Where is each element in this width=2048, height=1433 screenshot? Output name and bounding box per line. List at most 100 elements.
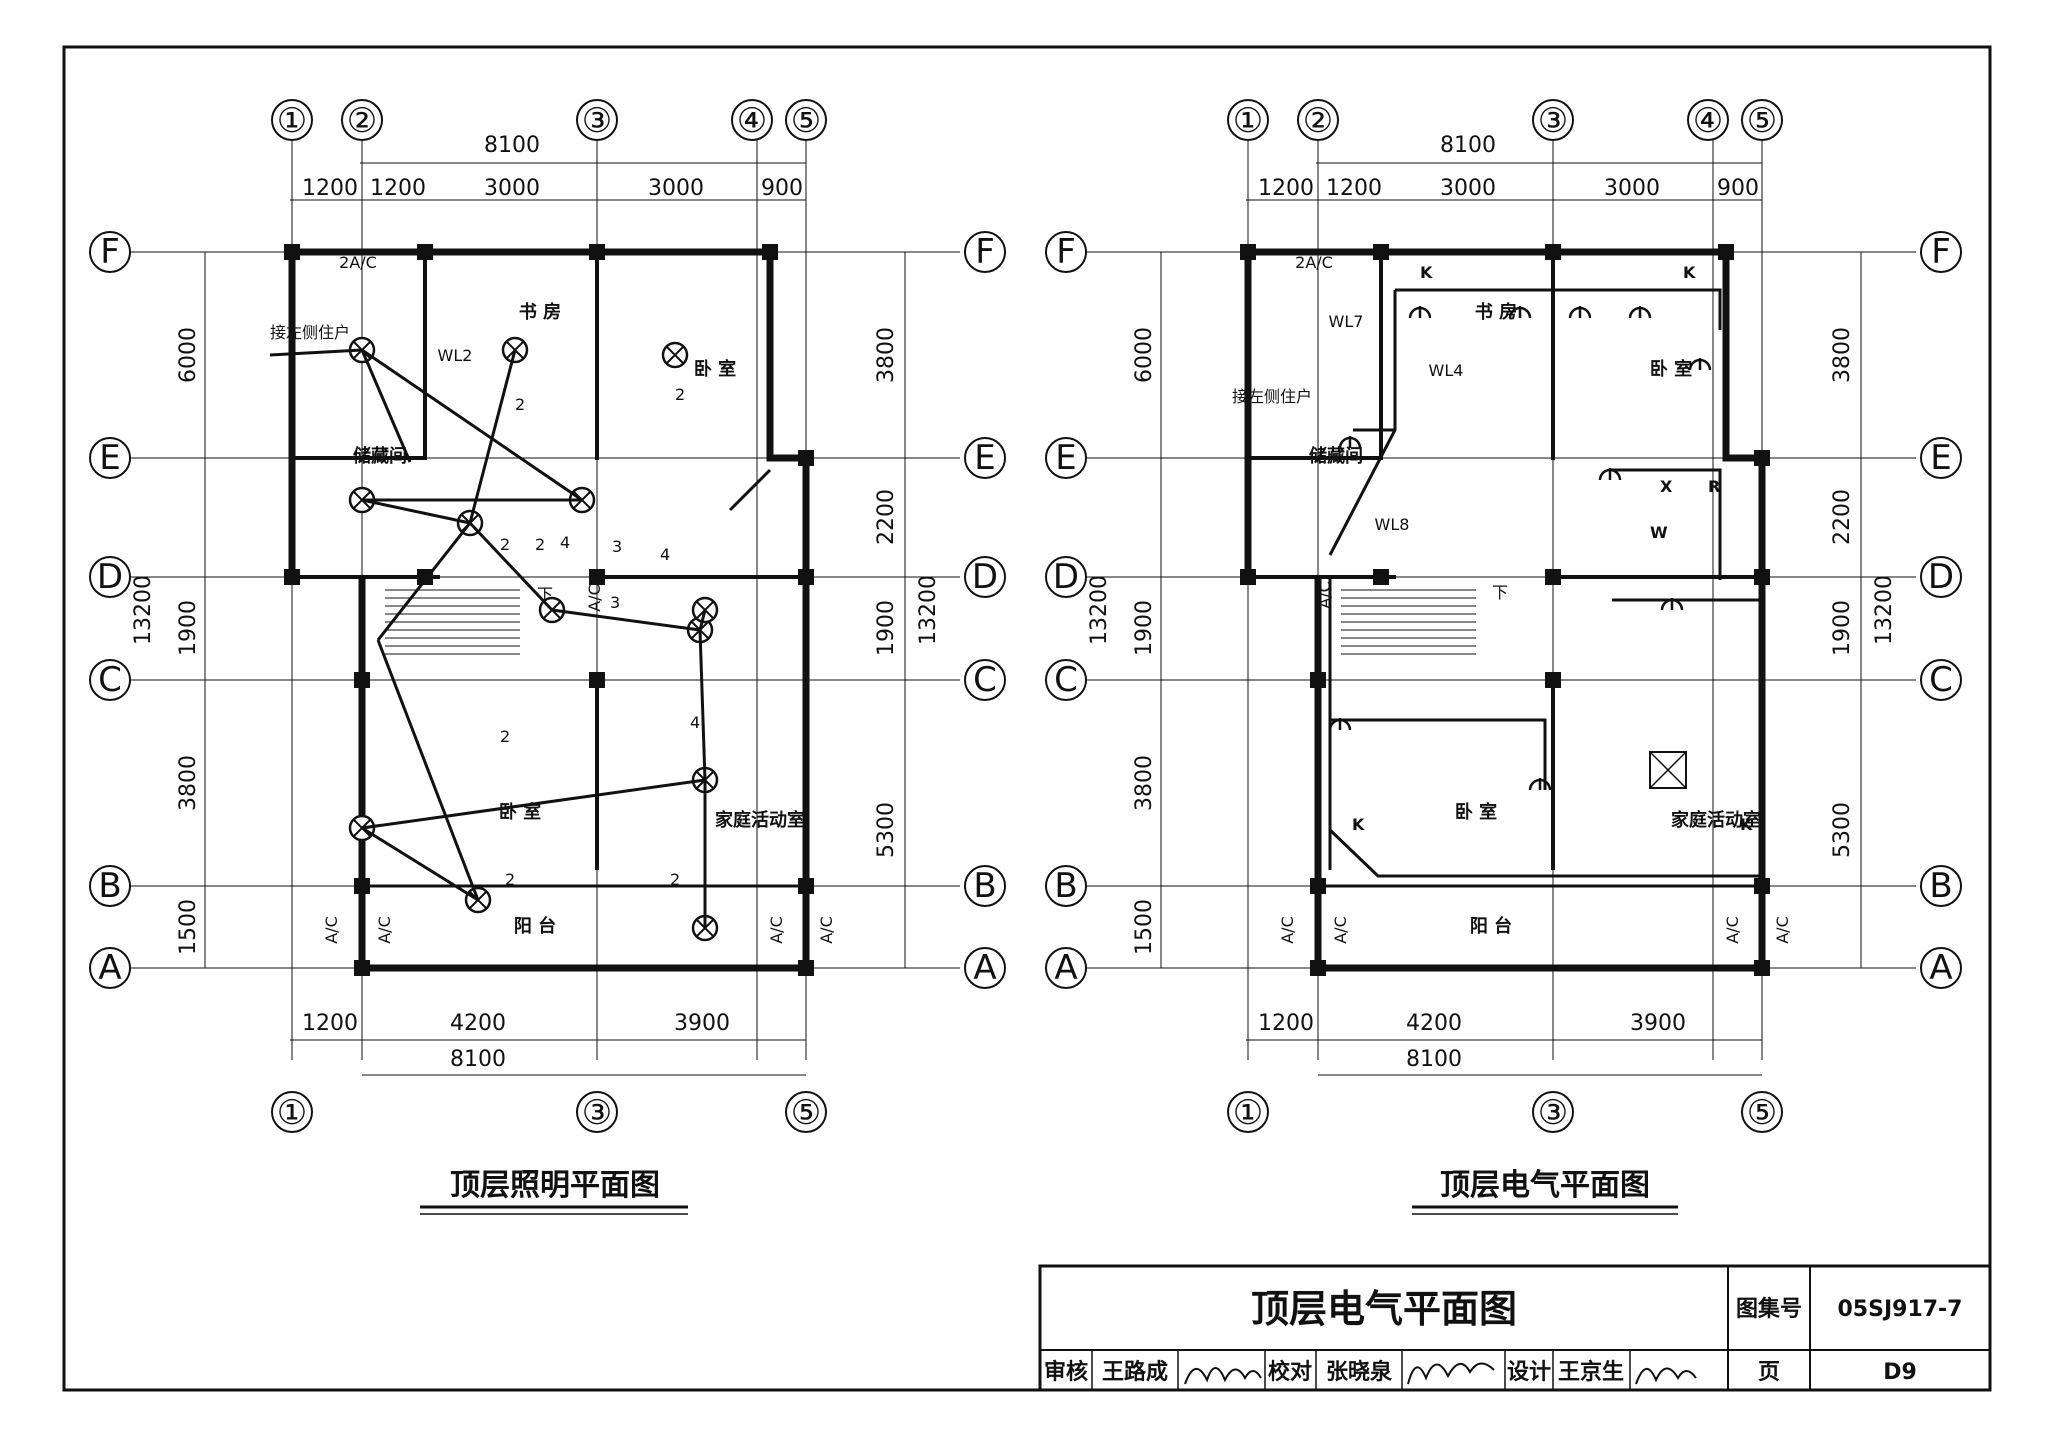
axis-bubble-top xyxy=(576,99,618,141)
lighting-wire xyxy=(269,348,772,928)
axis-label-top: ④ xyxy=(1693,101,1723,141)
wire-count: 2 xyxy=(675,385,685,404)
axis-bubble-top xyxy=(1227,99,1269,141)
design-label: 设计 xyxy=(1507,1360,1551,1385)
axis-label-top: ① xyxy=(1233,101,1263,141)
wire-count: 3 xyxy=(610,593,620,612)
socket-icon xyxy=(1328,718,1352,731)
axis-label-row: F xyxy=(100,232,120,272)
dim-top: 1200 xyxy=(1326,176,1382,201)
dim-right: 3800 xyxy=(1830,327,1855,383)
axis-label-top: ③ xyxy=(582,101,612,141)
axis-label-row: A xyxy=(1929,948,1952,988)
column xyxy=(284,569,300,585)
axis-bubble-row xyxy=(89,437,131,479)
ceiling-fan-cross xyxy=(1649,751,1687,789)
socket-icon xyxy=(1568,306,1592,319)
axis-bubble-top xyxy=(785,99,827,141)
column xyxy=(1310,878,1326,894)
axis-bubble-row xyxy=(1045,947,1087,989)
review-name: 王路成 xyxy=(1102,1359,1168,1385)
column xyxy=(762,244,778,260)
socket-icon xyxy=(1628,306,1652,319)
socket-mark: W xyxy=(1650,523,1668,542)
wire-count: 4 xyxy=(690,713,700,732)
dim-top: 3000 xyxy=(1440,176,1496,201)
interior-wall xyxy=(292,252,806,870)
axis-bubble-row xyxy=(1920,556,1962,598)
plan-label: A/C xyxy=(1278,916,1297,944)
socket-icon xyxy=(1408,306,1432,319)
axis-label-row: C xyxy=(98,660,122,700)
column xyxy=(1718,244,1734,260)
column xyxy=(589,672,605,688)
dim-left: 6000 xyxy=(176,327,201,383)
axis-bubble-bottom xyxy=(271,1091,313,1133)
column xyxy=(417,244,433,260)
axis-label-top: ⑤ xyxy=(791,101,821,141)
socket-icon xyxy=(1338,436,1362,449)
dim-bottom: 3900 xyxy=(674,1011,730,1036)
room-label: 家庭活动室 xyxy=(715,809,805,831)
plan-title: 顶层照明平面图 xyxy=(450,1168,660,1203)
axis-label-bottom: ⑤ xyxy=(791,1093,821,1133)
wire-count: 4 xyxy=(560,533,570,552)
plan-label: A/C xyxy=(585,584,604,612)
axis-bubble-row xyxy=(89,659,131,701)
axis-label-row: D xyxy=(97,557,123,597)
axis-label-row: E xyxy=(974,438,995,478)
dim-bottom-total: 8100 xyxy=(1406,1047,1462,1072)
axis-bubble-row xyxy=(1045,437,1087,479)
wall-outline xyxy=(766,252,806,462)
dim-left: 1900 xyxy=(176,600,201,656)
wire-count: 2 xyxy=(535,535,545,554)
axis-label-top: ② xyxy=(1303,101,1333,141)
page-label: 页 xyxy=(1758,1360,1780,1385)
dim-right: 5300 xyxy=(1830,802,1855,858)
dim-bottom: 1200 xyxy=(1258,1011,1314,1036)
column xyxy=(1754,878,1770,894)
column xyxy=(1754,450,1770,466)
axis-bubble-row xyxy=(1920,231,1962,273)
plan-label: 接左侧住户 xyxy=(1232,387,1312,406)
column xyxy=(354,960,370,976)
plan-label: WL2 xyxy=(438,346,473,365)
dim-top-total: 8100 xyxy=(484,133,540,158)
dim-top: 3000 xyxy=(648,176,704,201)
wall-outline xyxy=(1244,248,1766,972)
review-label: 审核 xyxy=(1044,1359,1088,1385)
socket-icon xyxy=(1508,306,1532,319)
axis-bubble-row xyxy=(1045,556,1087,598)
column xyxy=(1545,569,1561,585)
dim-right-total: 13200 xyxy=(1872,575,1897,645)
room-label: 阳 台 xyxy=(1470,915,1512,937)
room-label: 卧 室 xyxy=(1455,801,1497,823)
axis-label-bottom: ③ xyxy=(582,1093,612,1133)
axis-label-row: E xyxy=(99,438,120,478)
axis-bubble-row xyxy=(89,556,131,598)
dim-top: 3000 xyxy=(484,176,540,201)
column xyxy=(1545,672,1561,688)
axis-label-row: C xyxy=(1054,660,1078,700)
dim-bottom: 4200 xyxy=(1406,1011,1462,1036)
axis-label-row: F xyxy=(975,232,995,272)
axis-bubble-row xyxy=(964,865,1006,907)
axis-bubble-top xyxy=(1297,99,1339,141)
axis-label-row: B xyxy=(1929,866,1952,906)
axis-label-row: B xyxy=(1054,866,1077,906)
power-wire xyxy=(1328,288,1762,878)
room-label: 卧 室 xyxy=(694,358,736,380)
axis-bubble-row xyxy=(964,947,1006,989)
column xyxy=(589,569,605,585)
socket-mark: X xyxy=(1660,477,1673,496)
dim-left: 1500 xyxy=(176,899,201,955)
dim-right: 1900 xyxy=(1830,600,1855,656)
column xyxy=(1310,960,1326,976)
plan-label: 2A/C xyxy=(339,253,377,272)
socket-icon xyxy=(1528,778,1552,791)
column xyxy=(589,244,605,260)
wire-count: 3 xyxy=(612,537,622,556)
column xyxy=(1240,569,1256,585)
dim-top: 1200 xyxy=(302,176,358,201)
axis-bubble-row xyxy=(1045,659,1087,701)
